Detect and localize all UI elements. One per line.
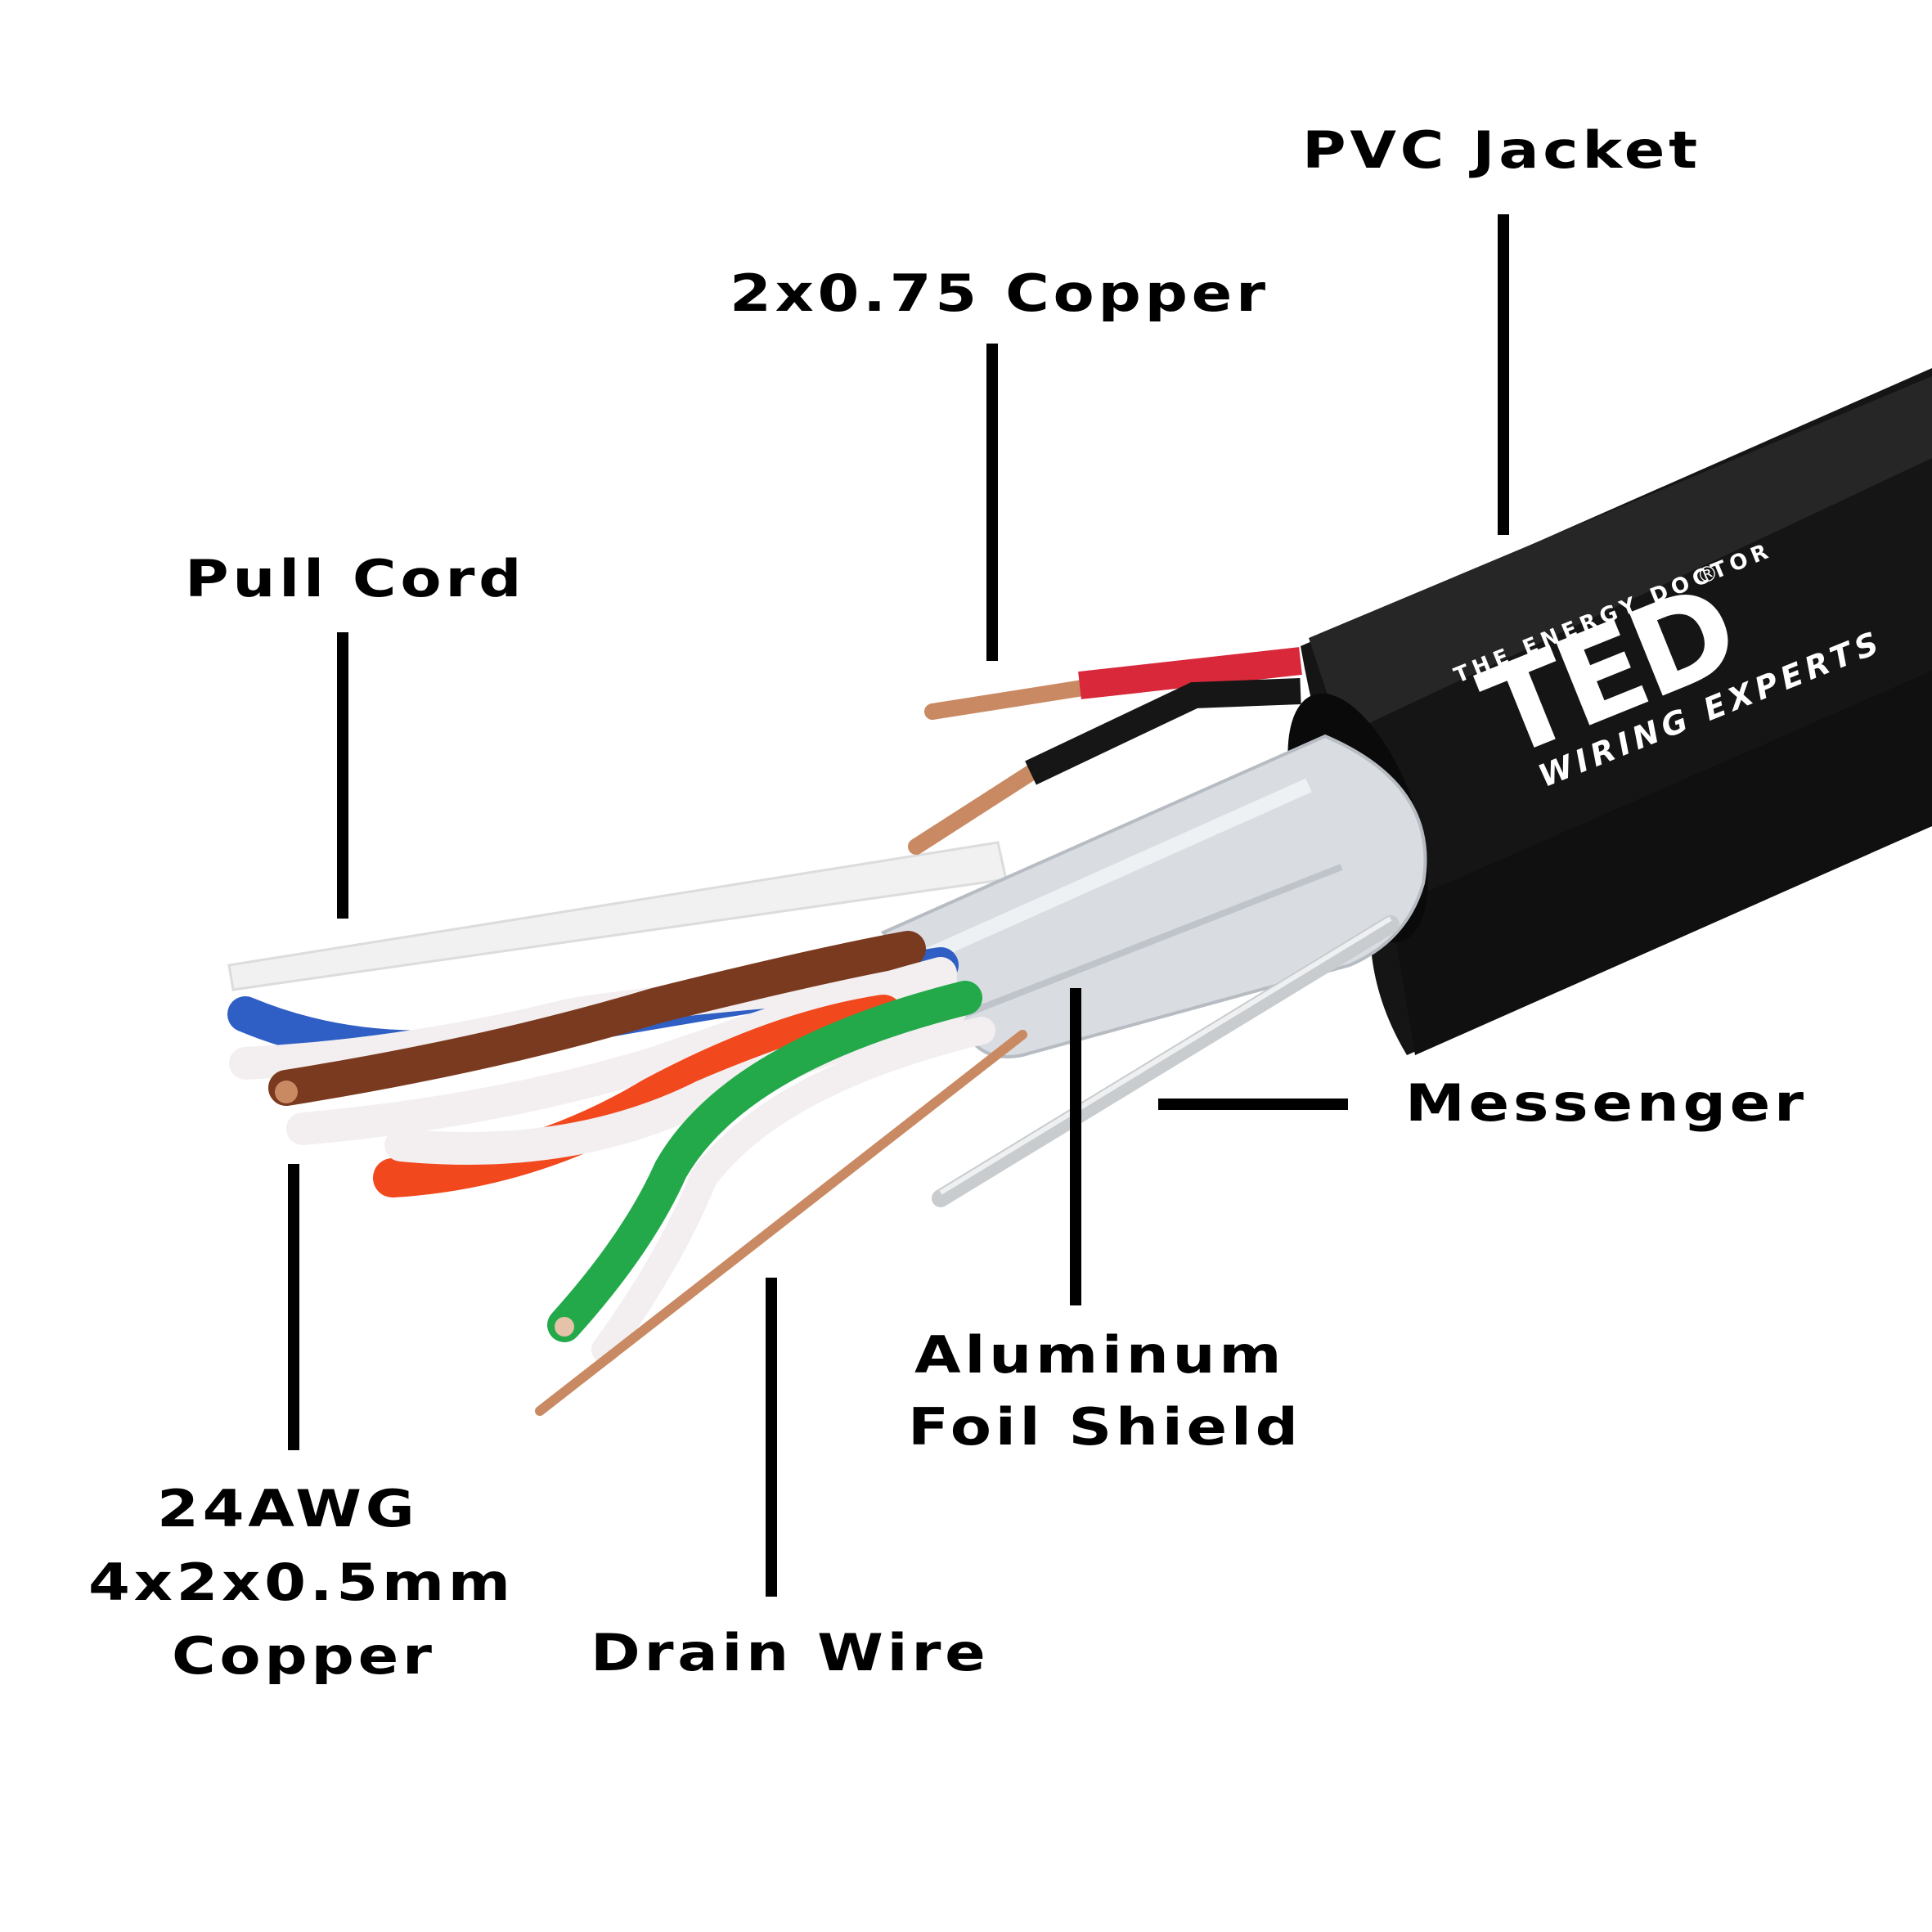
label-foil-line2: Foil Shield xyxy=(908,1397,1302,1457)
label-pairs-line3: Copper xyxy=(172,1626,436,1686)
leader-pairs xyxy=(288,1164,299,1450)
label-messenger: Messenger xyxy=(1405,1073,1808,1133)
leader-pull-cord xyxy=(337,632,348,919)
label-drain-wire: Drain Wire xyxy=(591,1623,990,1683)
label-foil-line1: Aluminum xyxy=(914,1325,1286,1385)
messenger-wire xyxy=(932,915,1400,1207)
drain-wire xyxy=(535,1030,1027,1416)
leader-drain-wire xyxy=(766,1278,777,1597)
label-pairs-line2: 4x2x0.5mm xyxy=(88,1552,514,1612)
label-pvc-jacket: PVC Jacket xyxy=(1302,120,1701,180)
pvc-jacket xyxy=(1287,368,1932,1055)
leader-copper-power xyxy=(986,344,998,661)
label-copper-power: 2x0.75 Copper xyxy=(730,263,1269,323)
twisted-pairs xyxy=(227,931,995,1364)
leader-pvc-jacket xyxy=(1498,214,1509,535)
label-pull-cord: Pull Cord xyxy=(185,549,526,609)
leader-messenger xyxy=(1158,1099,1348,1110)
label-pairs-line1: 24AWG xyxy=(157,1479,419,1539)
power-conductors xyxy=(908,647,1302,855)
leader-foil-shield xyxy=(1070,988,1081,1305)
